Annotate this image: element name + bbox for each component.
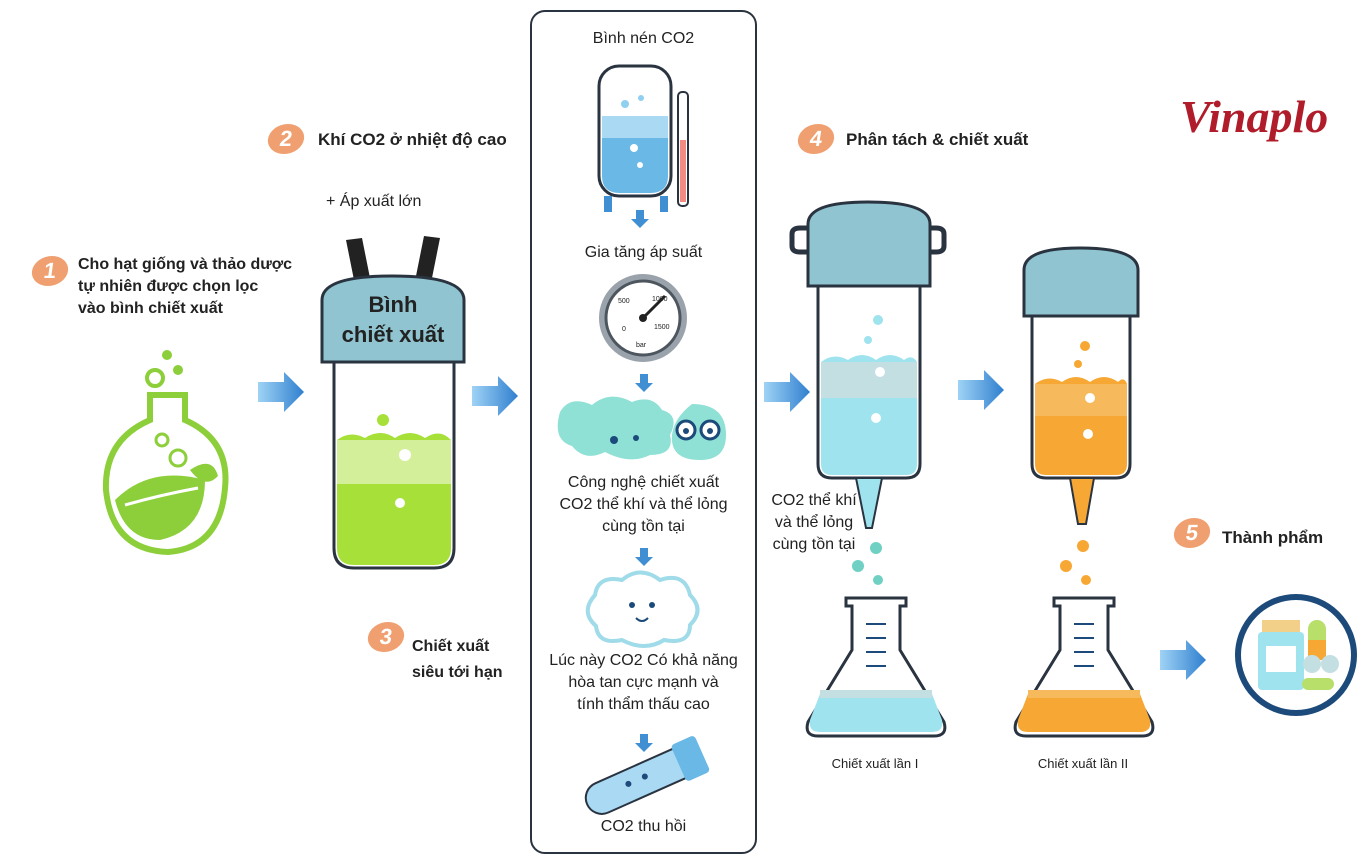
collection-flask-1 — [805, 596, 947, 738]
process-co2-tank-label: Bình nén CO2 — [592, 30, 695, 47]
down-arrow-icon — [635, 548, 653, 566]
arrow-icon — [258, 372, 304, 412]
down-arrow-icon — [631, 210, 649, 228]
step-4-text: Phân tách & chiết xuất — [846, 130, 1029, 149]
gauge-tick-500: 500 — [618, 298, 630, 305]
process-technology-label: Công nghệ chiết xuất CO2 thể khí và thể … — [559, 474, 728, 535]
separator-vessel-2 — [1022, 246, 1140, 585]
gauge-tick-1500: 1500 — [654, 324, 670, 331]
arrow-icon — [958, 370, 1004, 410]
process-pressure-label: Gia tăng áp suất — [584, 244, 703, 261]
gauge-unit: bar — [636, 342, 647, 349]
arrow-icon — [764, 372, 810, 412]
product-icon — [1235, 594, 1357, 716]
process-recovered-label: CO2 thu hồi — [600, 818, 687, 835]
step-3-text: Chiết xuất siêu tới hạn — [412, 638, 503, 681]
step-2-text: Khí CO2 ở nhiệt độ cao — [318, 130, 507, 149]
step-1-text: Cho hạt giống và thảo dược tự nhiên được… — [78, 256, 293, 317]
dissolve-cloud-icon — [585, 570, 700, 648]
co2-tank-icon — [597, 64, 689, 212]
flask-1-label: Chiết xuất lần I — [831, 756, 919, 771]
gauge-tick-0: 0 — [622, 326, 626, 333]
collection-flask-2 — [1013, 596, 1155, 738]
down-arrow-icon — [635, 374, 653, 392]
brand-logo-text: Vinaplo — [1180, 91, 1329, 142]
co2-cloud-icon — [557, 396, 726, 460]
step-5-text: Thành phẩm — [1222, 528, 1324, 547]
down-arrow-icon — [635, 734, 653, 752]
pressure-gauge-icon — [599, 274, 687, 362]
separator-note: CO2 thể khí và thể lỏng cùng tồn tại — [771, 492, 857, 553]
extraction-vessel-label: Bình chiết xuất — [341, 292, 445, 347]
gauge-tick-1000: 1000 — [652, 296, 668, 303]
arrow-icon — [1160, 640, 1206, 680]
brand-logo: Vinaplo — [1180, 90, 1328, 143]
process-dissolve-label: Lúc này CO2 Có khả năng hòa tan cực mạnh… — [549, 652, 738, 713]
herb-flask-icon — [102, 350, 229, 556]
step-2-subtext: + Áp xuất lớn — [326, 193, 422, 210]
test-tube-icon — [584, 736, 710, 815]
arrow-icon — [472, 376, 518, 416]
separator-vessel-1 — [789, 200, 947, 585]
extraction-vessel — [320, 236, 466, 570]
flask-2-label: Chiết xuất lần II — [1037, 756, 1129, 771]
